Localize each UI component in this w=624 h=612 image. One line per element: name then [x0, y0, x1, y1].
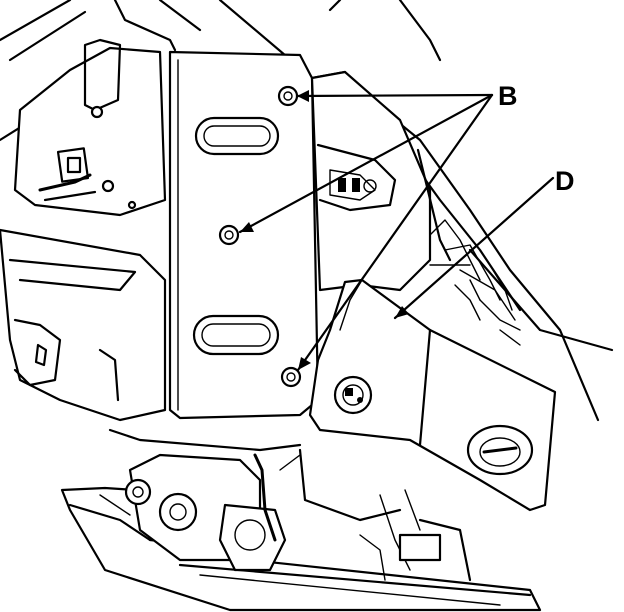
control-module	[308, 278, 557, 512]
mounting-hole-lower	[280, 366, 302, 388]
dash-frame-structure	[0, 0, 614, 452]
callout-leaders	[238, 90, 555, 372]
leader-b-lower-hole	[296, 93, 494, 372]
leader-b-middle-hole	[238, 93, 494, 234]
callout-label-b: B	[498, 81, 518, 111]
leader-b-upper-hole	[295, 93, 494, 98]
lower-base	[60, 448, 542, 612]
leader-d-module	[393, 176, 555, 320]
mounting-hole-upper	[277, 85, 299, 107]
mounting-bracket-plate	[168, 50, 320, 420]
side-panel	[310, 70, 452, 292]
wiring-harness	[429, 219, 521, 346]
mounting-hole-middle	[218, 224, 240, 246]
callout-label-d: D	[555, 166, 575, 196]
